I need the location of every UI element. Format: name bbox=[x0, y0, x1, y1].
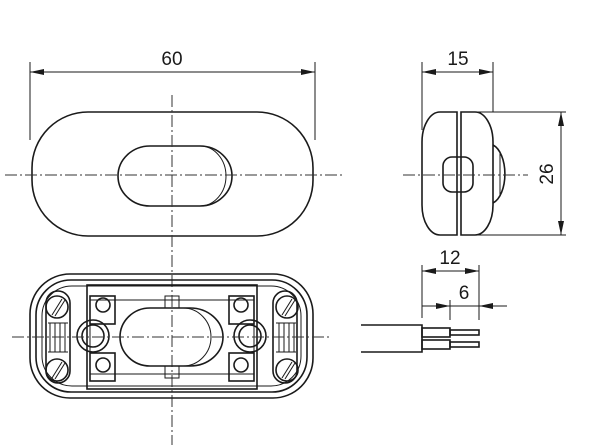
conductor-insulation bbox=[421, 339, 451, 350]
cable-clamp-left bbox=[45, 290, 71, 384]
arrow-icon bbox=[422, 69, 436, 75]
bottom-rim bbox=[35, 279, 308, 393]
arrow-icon bbox=[558, 221, 564, 235]
slider-knob-side bbox=[492, 144, 506, 204]
arrow-icon bbox=[422, 268, 436, 274]
screw-icon bbox=[233, 357, 249, 373]
conductor-core bbox=[449, 329, 480, 336]
conductor-insulation bbox=[421, 327, 451, 338]
arrow-icon bbox=[558, 112, 564, 126]
top-view: 60 bbox=[5, 49, 345, 445]
terminal-block bbox=[228, 352, 255, 382]
dimension-strip-inner-label: 6 bbox=[459, 283, 470, 304]
cable-sheath bbox=[361, 324, 423, 353]
dimension-length-label: 60 bbox=[161, 49, 182, 70]
mounting-hole-right bbox=[233, 319, 267, 353]
slider-opening-bottom bbox=[119, 307, 224, 367]
dimension-depth-label: 15 bbox=[447, 49, 468, 70]
dimension-strip-outer-label: 12 bbox=[439, 248, 460, 269]
side-view: 15 26 bbox=[403, 49, 566, 236]
side-half-right bbox=[460, 111, 494, 236]
side-half-left bbox=[421, 111, 458, 236]
slider-knob bbox=[199, 145, 227, 207]
bottom-inner-rim bbox=[41, 285, 302, 387]
screw-icon bbox=[95, 357, 111, 373]
slider-opening bbox=[117, 145, 233, 207]
mounting-hole-left bbox=[76, 319, 110, 353]
screw-icon bbox=[45, 295, 69, 319]
bottom-view bbox=[12, 273, 330, 399]
arrow-icon bbox=[30, 69, 44, 75]
terminal-block bbox=[228, 295, 255, 325]
slider-guide bbox=[164, 365, 180, 379]
screw-icon bbox=[233, 297, 249, 313]
arrow-icon bbox=[301, 69, 315, 75]
arrow-icon bbox=[479, 69, 493, 75]
screw-icon bbox=[95, 297, 111, 313]
screw-icon bbox=[275, 295, 299, 319]
arrow-icon bbox=[465, 268, 479, 274]
arrow-icon bbox=[436, 303, 450, 309]
screw-icon bbox=[275, 358, 299, 382]
slider-guide bbox=[164, 295, 180, 309]
conductor-core bbox=[449, 341, 480, 348]
terminal-block bbox=[89, 352, 116, 382]
cable-detail: 12 6 bbox=[361, 248, 507, 353]
arrow-icon bbox=[479, 303, 493, 309]
slider-knob-bottom bbox=[182, 307, 212, 367]
bottom-outer-outline bbox=[29, 273, 314, 399]
dimension-height-label: 26 bbox=[537, 163, 558, 184]
screw-icon bbox=[45, 358, 69, 382]
